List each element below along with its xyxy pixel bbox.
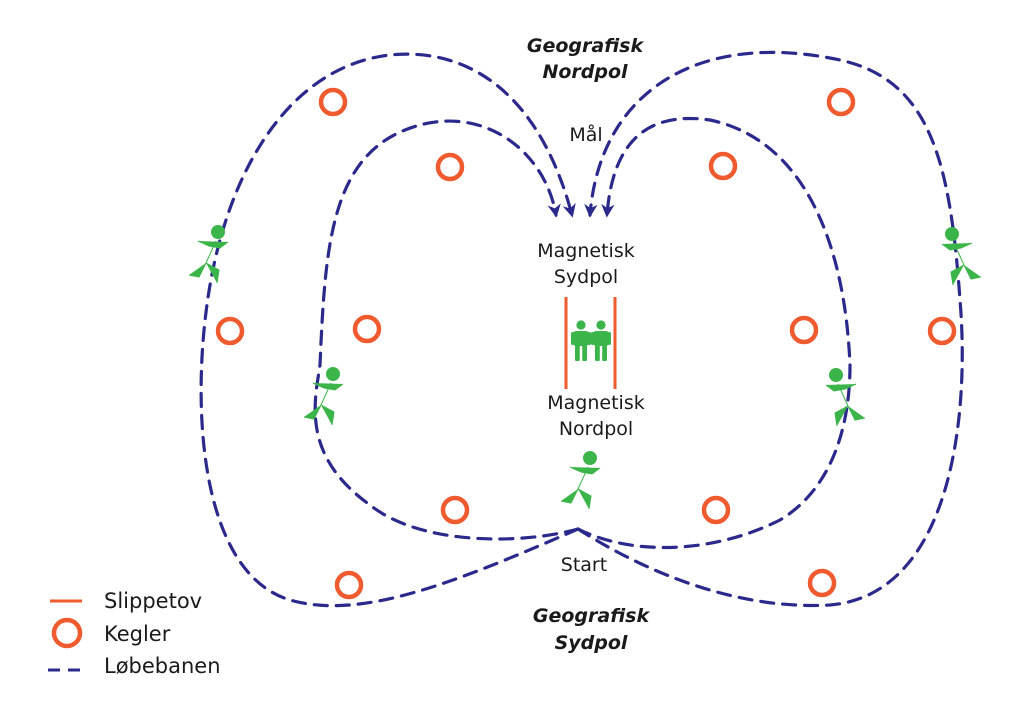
magnet-center	[564, 297, 617, 389]
standing-pair-icon	[571, 320, 591, 361]
cone-circle-icon	[334, 570, 364, 600]
track-outer-right	[576, 50, 964, 608]
geo-north-label-line1: Geografisk	[527, 35, 645, 57]
cone-circle-icon	[789, 315, 819, 345]
cone-circle-icon	[215, 316, 245, 346]
standing-pair-icon	[591, 320, 611, 361]
cone-circle-icon	[435, 152, 465, 182]
mag-south-label-line1: Magnetisk	[537, 240, 634, 262]
legend-cone-swatch	[51, 617, 83, 649]
cone-circle-icon	[440, 495, 470, 525]
running-person-icon	[303, 367, 344, 426]
track-inner-left	[313, 119, 580, 541]
start-label: Start	[561, 554, 607, 576]
track-inner-right	[576, 117, 852, 550]
running-person-icon	[941, 227, 982, 286]
goal-label: Mål	[569, 123, 602, 146]
cone-circle-icon	[826, 87, 856, 117]
mag-south-label-line2: Sydpol	[554, 266, 618, 288]
legend-cones-label: Kegler	[104, 622, 171, 646]
cone-circle-icon	[352, 314, 382, 344]
legend: Slippetov Kegler Løbebanen	[48, 589, 221, 678]
geo-south-label-line2: Sydpol	[555, 632, 628, 654]
cones	[215, 87, 957, 600]
running-person-icon	[560, 451, 601, 510]
legend-rope-label: Slippetov	[104, 589, 202, 613]
geo-south-label-line1: Geografisk	[533, 605, 651, 627]
cone-circle-icon	[318, 87, 348, 117]
mag-north-label-line2: Nordpol	[559, 418, 633, 440]
cone-circle-icon	[708, 151, 738, 181]
legend-track-label: Løbebanen	[104, 654, 221, 678]
cone-circle-icon	[807, 568, 837, 598]
mag-north-label-line1: Magnetisk	[547, 392, 644, 414]
cone-circle-icon	[701, 495, 731, 525]
running-person-icon	[188, 225, 229, 284]
geo-north-label-line2: Nordpol	[542, 61, 628, 83]
cone-circle-icon	[927, 316, 957, 346]
